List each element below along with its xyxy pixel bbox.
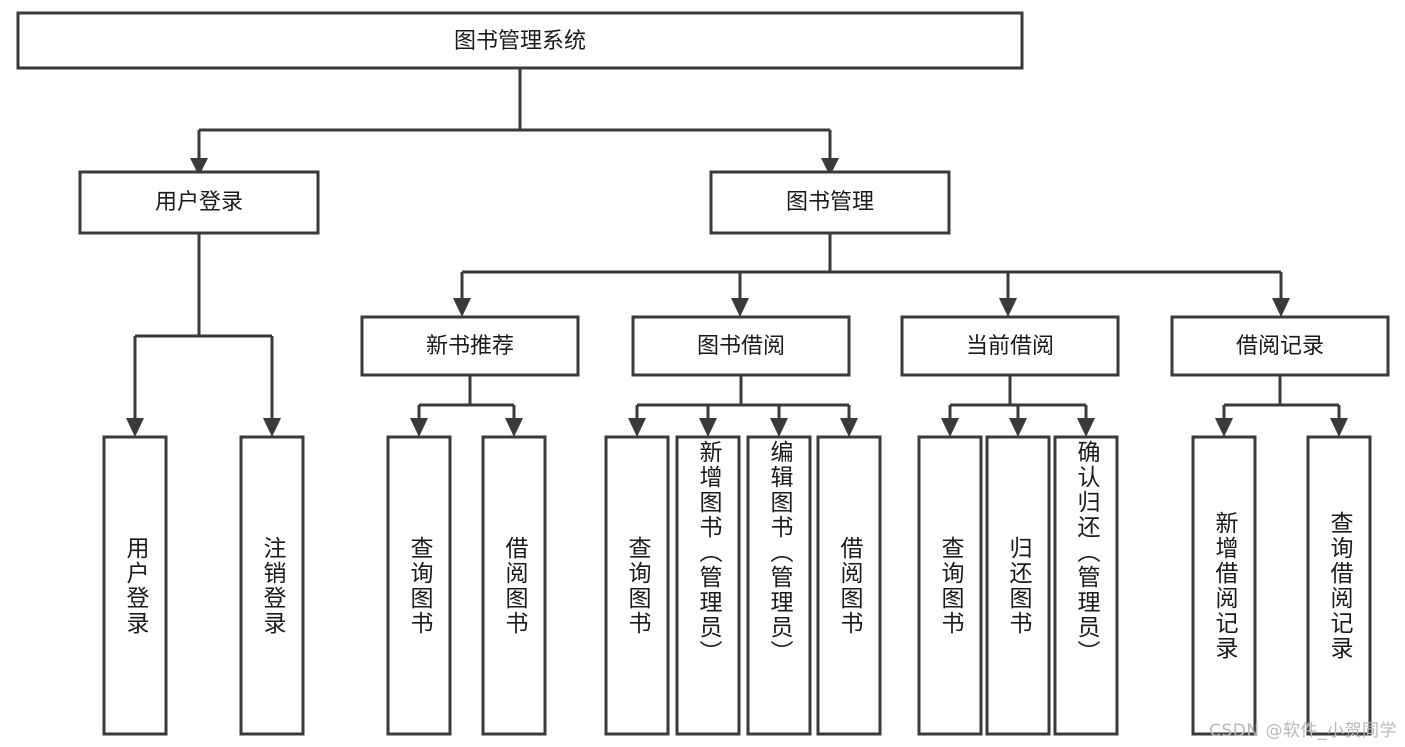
leaf-label: 新增借阅记录 (1211, 510, 1237, 661)
leaf-bb-add-book-admin[interactable]: 新增图书（管理员） (677, 440, 739, 734)
connector-group (126, 68, 1348, 437)
arrow-user-login (190, 158, 208, 176)
leaf-label: 查询图书 (937, 535, 963, 636)
leaf-cb-return-book[interactable]: 归还图书 (987, 437, 1049, 734)
node-user-login-box[interactable] (78, 170, 320, 235)
leaf-cb-confirm-return-admin[interactable]: 确认归还（管理员） (1055, 440, 1117, 734)
leaf-label: 确认归还（管理员） (1073, 440, 1099, 665)
node-user-login-label: 用户登录 (155, 190, 243, 215)
node-root-box[interactable] (16, 11, 1024, 70)
leaf-label: 归还图书 (1005, 535, 1031, 636)
leaf-br-query-record[interactable]: 查询借阅记录 (1308, 437, 1370, 734)
leaf-user-login[interactable]: 用户登录 (104, 437, 166, 734)
leaf-bb-borrow-book[interactable]: 借阅图书 (818, 437, 880, 734)
leaf-label: 借阅图书 (501, 535, 527, 636)
leaf-label: 用户登录 (122, 535, 148, 636)
watermark: CSDN @软件_小贺同学 (1209, 721, 1397, 741)
node-current-borrow-box[interactable] (900, 315, 1120, 377)
arrow-cb-l3 (1077, 418, 1095, 437)
node-book-borrow-label: 图书借阅 (697, 334, 785, 359)
leaf-box[interactable] (746, 435, 812, 736)
leaf-box[interactable] (1191, 435, 1257, 736)
leaf-label: 编辑图书（管理员） (766, 440, 792, 665)
leaf-label: 注销登录 (259, 535, 285, 636)
arrow-br-l2 (1330, 418, 1348, 437)
node-root-label: 图书管理系统 (454, 29, 586, 54)
leaf-box[interactable] (816, 435, 882, 736)
arrow-bm-c4 (1272, 298, 1290, 317)
node-current-borrow-label: 当前借阅 (966, 334, 1054, 359)
leaf-br-add-record[interactable]: 新增借阅记录 (1193, 437, 1255, 734)
node-borrow-record[interactable]: 借阅记录 (1170, 315, 1390, 377)
arrow-nbr-l1 (410, 418, 428, 437)
arrow-bb-l3 (770, 418, 788, 437)
arrow-bb-l1 (628, 418, 646, 437)
leaf-box[interactable] (604, 435, 670, 736)
node-borrow-record-box[interactable] (1170, 315, 1390, 377)
node-borrow-record-label: 借阅记录 (1236, 334, 1324, 359)
arrow-bm-c3 (999, 298, 1017, 317)
node-new-book-recommend[interactable]: 新书推荐 (360, 315, 580, 377)
arrow-nbr-l2 (505, 418, 523, 437)
arrow-bm-c2 (731, 298, 749, 317)
leaf-bb-query-book[interactable]: 查询图书 (606, 437, 668, 734)
arrow-br-l1 (1215, 418, 1233, 437)
leaf-label: 新增图书（管理员） (695, 440, 721, 665)
node-user-login[interactable]: 用户登录 (78, 170, 320, 235)
leaf-logout[interactable]: 注销登录 (241, 437, 303, 734)
leaf-cb-query-book[interactable]: 查询图书 (919, 437, 981, 734)
leaf-box[interactable] (386, 435, 452, 736)
leaf-box[interactable] (239, 435, 305, 736)
leaf-box[interactable] (481, 435, 547, 736)
arrow-bb-l2 (699, 418, 717, 437)
arrow-book-manage (821, 158, 839, 176)
node-book-manage[interactable]: 图书管理 (709, 170, 951, 235)
node-root[interactable]: 图书管理系统 (16, 11, 1024, 70)
node-book-manage-box[interactable] (709, 170, 951, 235)
leaf-box[interactable] (675, 435, 741, 736)
leaf-label: 查询图书 (406, 535, 432, 636)
leaf-nbr-borrow-book[interactable]: 借阅图书 (483, 437, 545, 734)
leaf-box[interactable] (102, 435, 168, 736)
leaf-label: 查询图书 (624, 535, 650, 636)
arrow-userlogin-l1 (126, 418, 144, 437)
node-new-book-recommend-label: 新书推荐 (426, 334, 514, 359)
leaf-box[interactable] (1053, 435, 1119, 736)
arrow-bb-l4 (840, 418, 858, 437)
arrow-cb-l1 (941, 418, 959, 437)
leaf-bb-edit-book-admin[interactable]: 编辑图书（管理员） (748, 440, 810, 734)
leaf-box[interactable] (985, 435, 1051, 736)
leaf-nbr-query-book[interactable]: 查询图书 (388, 437, 450, 734)
arrow-cb-l2 (1009, 418, 1027, 437)
arrow-bm-c1 (453, 298, 471, 317)
node-book-borrow-box[interactable] (631, 315, 851, 377)
node-new-book-recommend-box[interactable] (360, 315, 580, 377)
leaf-box[interactable] (1306, 435, 1372, 736)
leaf-label: 借阅图书 (836, 535, 862, 636)
arrow-userlogin-l2 (263, 418, 281, 437)
leaf-label: 查询借阅记录 (1326, 510, 1352, 661)
node-book-manage-label: 图书管理 (786, 190, 874, 215)
leaf-box[interactable] (917, 435, 983, 736)
node-current-borrow[interactable]: 当前借阅 (900, 315, 1120, 377)
node-book-borrow[interactable]: 图书借阅 (631, 315, 851, 377)
